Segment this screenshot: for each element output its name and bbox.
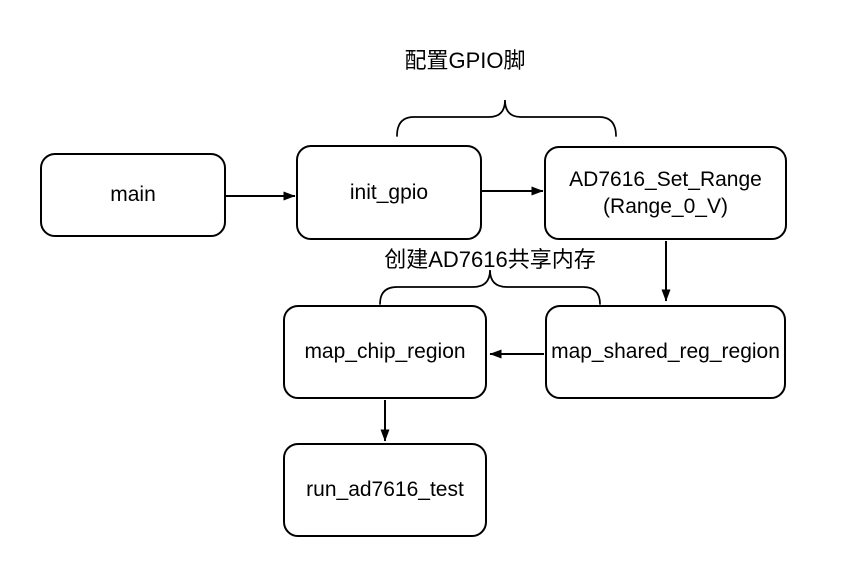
brace-shared-memory-group — [379, 269, 601, 305]
node-ad7616-set-range-label-line1: AD7616_Set_Range — [569, 167, 762, 191]
annotation-configure-gpio: 配置GPIO脚 — [355, 43, 575, 75]
node-main-label: main — [110, 183, 156, 207]
brace-configure-gpio-group — [396, 99, 617, 137]
annotation-create-shared-memory-text: 创建AD7616共享内存 — [384, 247, 596, 272]
node-map-chip-region-label: map_chip_region — [304, 340, 466, 364]
node-init-gpio-label: init_gpio — [349, 180, 429, 204]
node-map-shared-reg-region-label: map_shared_reg_region — [551, 340, 780, 364]
node-ad7616-set-range: AD7616_Set_Range (Range_0_V) — [544, 146, 787, 240]
annotation-configure-gpio-text: 配置GPIO脚 — [404, 48, 526, 73]
node-map-shared-reg-region: map_shared_reg_region — [545, 305, 786, 399]
node-main: main — [40, 153, 226, 237]
node-init-gpio: init_gpio — [296, 145, 482, 240]
annotation-create-shared-memory: 创建AD7616共享内存 — [380, 242, 600, 274]
node-map-chip-region: map_chip_region — [283, 305, 487, 399]
node-run-ad7616-test-label: run_ad7616_test — [306, 478, 464, 502]
node-ad7616-set-range-label-line2: (Range_0_V) — [603, 195, 728, 218]
node-run-ad7616-test: run_ad7616_test — [283, 443, 487, 537]
